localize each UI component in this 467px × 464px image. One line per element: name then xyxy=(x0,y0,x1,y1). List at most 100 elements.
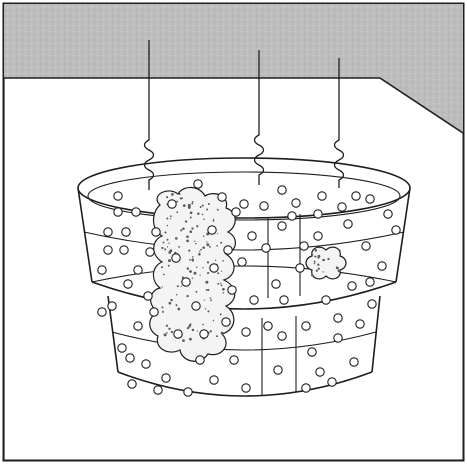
speckle xyxy=(222,260,224,262)
speckle xyxy=(166,332,168,334)
bead xyxy=(240,200,248,208)
bead xyxy=(322,296,330,304)
bead xyxy=(114,208,122,216)
speckle xyxy=(168,328,170,330)
speckle xyxy=(170,299,172,301)
speckle xyxy=(181,286,182,287)
speckle xyxy=(177,285,179,287)
speckle xyxy=(192,277,193,278)
speckle xyxy=(206,289,208,291)
bead xyxy=(104,228,112,236)
speckle xyxy=(171,331,173,333)
bead xyxy=(134,322,142,330)
speckle xyxy=(189,259,191,261)
bead xyxy=(120,246,128,254)
speckle xyxy=(199,274,200,275)
bead xyxy=(338,203,346,211)
speckle xyxy=(168,259,171,262)
speckle xyxy=(170,215,172,217)
bead xyxy=(146,248,154,256)
speckle xyxy=(322,259,325,262)
bead xyxy=(184,388,192,396)
speckle xyxy=(188,250,190,252)
speckle xyxy=(191,203,193,205)
bead xyxy=(98,308,106,316)
bead xyxy=(344,220,352,228)
bead xyxy=(150,308,158,316)
speckle xyxy=(220,313,222,315)
speckle xyxy=(209,246,211,248)
speckle xyxy=(164,231,166,233)
speckle xyxy=(339,250,340,251)
bead xyxy=(316,368,324,376)
speckle xyxy=(200,206,202,208)
speckle xyxy=(336,266,337,267)
speckle xyxy=(164,248,166,250)
speckle xyxy=(170,218,171,219)
bead xyxy=(334,314,342,322)
bead xyxy=(230,356,238,364)
speckle xyxy=(195,291,197,293)
speckle xyxy=(217,283,219,285)
speckle xyxy=(215,260,216,261)
speckle xyxy=(176,211,178,213)
speckle xyxy=(192,329,194,331)
bead xyxy=(366,195,374,203)
speckle xyxy=(186,235,189,238)
speckle xyxy=(205,308,206,309)
bead xyxy=(242,328,250,336)
speckle xyxy=(176,304,178,306)
speckle xyxy=(207,272,209,274)
bead xyxy=(208,226,216,234)
speckle xyxy=(183,204,186,207)
speckle xyxy=(169,302,172,305)
speckle xyxy=(188,204,191,207)
speckle xyxy=(176,294,177,295)
speckle xyxy=(167,239,169,241)
bead xyxy=(384,210,392,218)
bead xyxy=(250,296,258,304)
speckle xyxy=(166,217,168,219)
bead xyxy=(348,282,356,290)
speckle xyxy=(220,283,221,284)
speckle xyxy=(220,242,222,244)
bead xyxy=(114,192,122,200)
bead xyxy=(300,242,308,250)
speckle xyxy=(213,220,215,222)
bead xyxy=(314,232,322,240)
bead xyxy=(278,332,286,340)
speckle xyxy=(207,261,209,263)
speckle xyxy=(216,335,218,337)
bead xyxy=(126,354,134,362)
speckle xyxy=(167,225,168,226)
bead xyxy=(334,334,342,342)
bead xyxy=(288,212,296,220)
bead xyxy=(168,200,176,208)
speckle xyxy=(207,310,209,312)
speckle xyxy=(163,242,165,244)
speckle xyxy=(175,252,176,253)
speckle xyxy=(221,285,223,287)
bead xyxy=(242,384,250,392)
speckle xyxy=(163,274,165,276)
bead xyxy=(182,278,190,286)
speckle xyxy=(314,256,316,258)
bead xyxy=(328,378,336,386)
bead xyxy=(356,320,364,328)
speckle xyxy=(161,247,163,249)
speckle xyxy=(197,330,198,331)
bead xyxy=(108,302,116,310)
speckle xyxy=(192,201,194,203)
speckle xyxy=(197,213,199,215)
bead xyxy=(200,330,208,338)
bead xyxy=(260,202,268,210)
bead xyxy=(280,296,288,304)
bead xyxy=(292,199,300,207)
speckle xyxy=(194,272,197,275)
bead xyxy=(264,322,272,330)
bead xyxy=(352,192,360,200)
speckle xyxy=(206,208,208,210)
bead xyxy=(210,264,218,272)
speckle xyxy=(202,204,204,206)
